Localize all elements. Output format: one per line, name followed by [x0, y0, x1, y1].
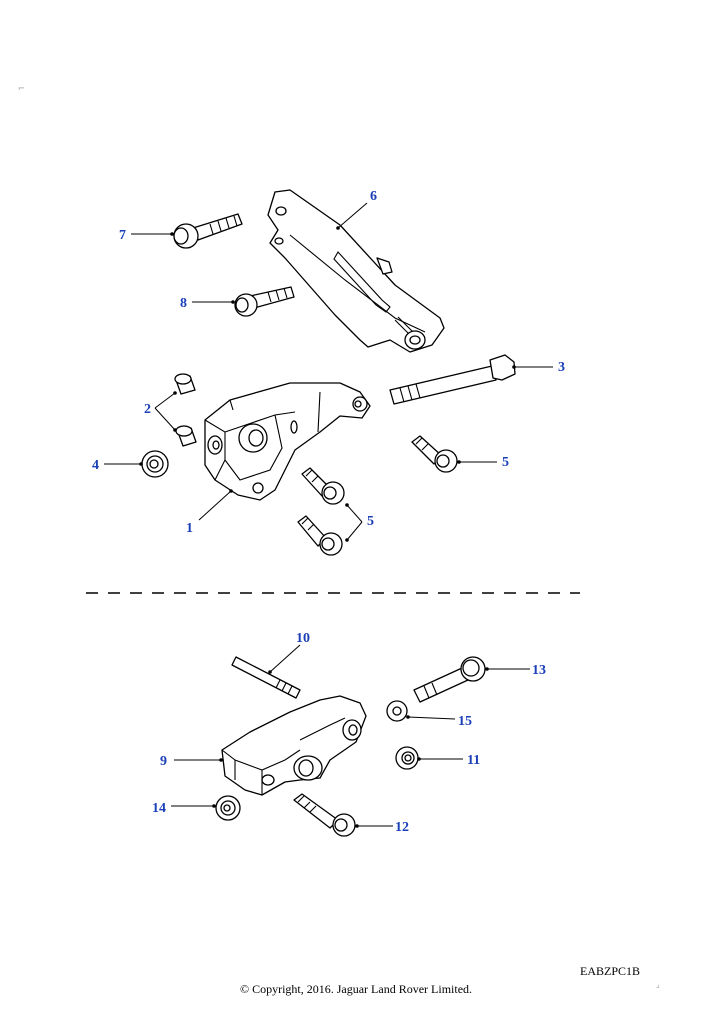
callout-1: 1	[186, 521, 193, 536]
part-4-flange-nut[interactable]	[141, 450, 169, 478]
part-8-flange-bolt[interactable]	[234, 286, 295, 317]
callout-4: 4	[92, 458, 99, 473]
part-1-mount-bracket[interactable]	[204, 382, 371, 501]
part-5-bolt-lower[interactable]	[297, 515, 343, 556]
part-11-nut[interactable]	[395, 746, 419, 770]
part-13-bolt[interactable]	[413, 656, 486, 703]
callout-5-lower: 5	[367, 514, 374, 529]
callout-6: 6	[370, 189, 377, 204]
callout-11: 11	[467, 753, 480, 768]
figure-code: EABZPC1B	[580, 964, 641, 978]
part-9-lower-mount[interactable]	[221, 695, 367, 796]
part-15-washer[interactable]	[386, 700, 408, 722]
part-14-flange-nut[interactable]	[215, 795, 241, 821]
part-2-bush-lower[interactable]	[175, 425, 197, 447]
copyright-notice: © Copyright, 2016. Jaguar Land Rover Lim…	[239, 982, 473, 996]
callout-13: 13	[532, 663, 546, 678]
callout-14: 14	[152, 801, 166, 816]
corner-mark-bottom-right: ⌟	[656, 980, 660, 989]
part-5-bolt-upper[interactable]	[301, 467, 345, 505]
callout-7: 7	[119, 228, 126, 243]
part-6-bracket[interactable]	[267, 189, 445, 353]
callout-3: 3	[558, 360, 565, 375]
part-2-bush-upper[interactable]	[174, 373, 196, 395]
part-10-stud[interactable]	[231, 656, 301, 699]
callout-2: 2	[144, 402, 151, 417]
callout-15: 15	[458, 714, 472, 729]
callout-5-right: 5	[502, 455, 509, 470]
callout-12: 12	[395, 820, 409, 835]
part-7-flange-bolt[interactable]	[173, 213, 243, 249]
callout-8: 8	[180, 296, 187, 311]
corner-mark-top-left: ⌐	[18, 84, 25, 93]
part-12-bolt[interactable]	[293, 793, 356, 837]
leader-lines	[104, 202, 553, 828]
part-3-long-bolt[interactable]	[389, 354, 516, 405]
callout-9: 9	[160, 754, 167, 769]
part-5-bolt-right[interactable]	[411, 435, 458, 473]
callout-10: 10	[296, 631, 310, 646]
